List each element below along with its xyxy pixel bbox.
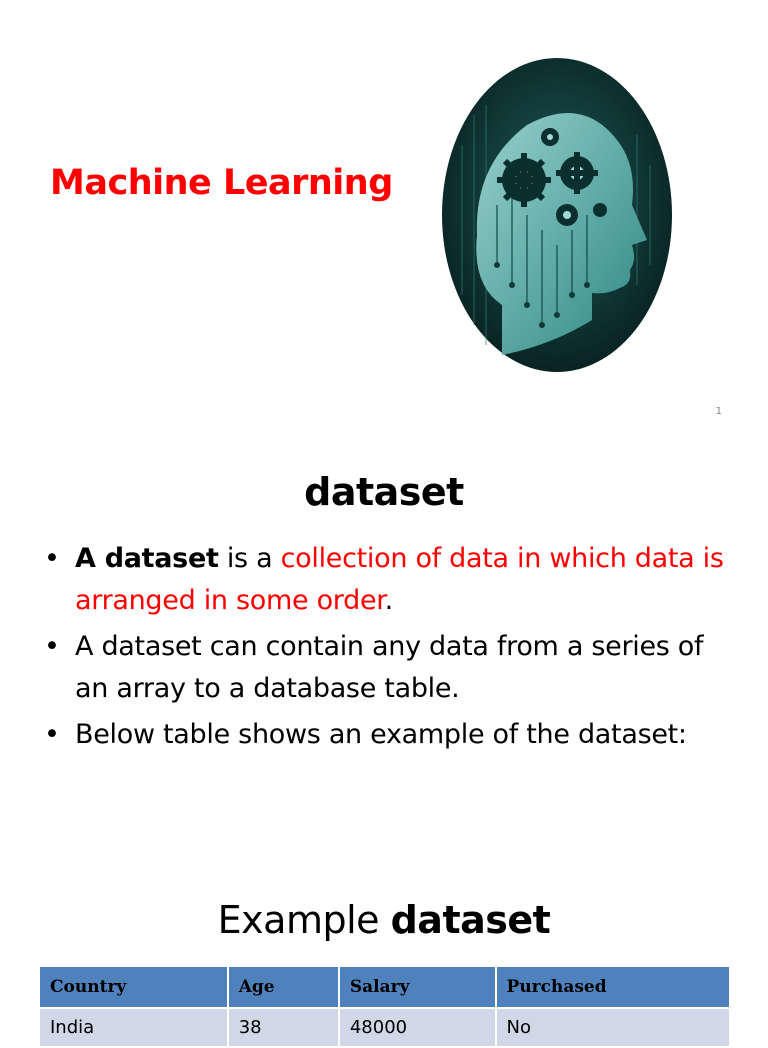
cell-age: 38: [226, 1007, 340, 1048]
title-plain: Example: [217, 898, 391, 942]
bullet-dot-icon: •: [44, 543, 60, 574]
slide-title: dataset: [304, 470, 464, 514]
header-country: Country: [38, 965, 229, 1009]
bullet-item: • A dataset can contain any data from a …: [44, 626, 734, 710]
bullet-text-end: .: [384, 585, 394, 616]
slide-2: dataset • A dataset is a collection of d…: [0, 430, 768, 830]
bullet-item: • A dataset is a collection of data in w…: [44, 538, 734, 622]
cell-salary: 48000: [337, 1007, 497, 1048]
header-purchased: Purchased: [494, 965, 732, 1009]
header-salary: Salary: [337, 965, 497, 1009]
header-age: Age: [226, 965, 340, 1009]
bullet-text: A dataset can contain any data from a se…: [75, 631, 704, 704]
dataset-table: Country Age Salary Purchased India 38 48…: [38, 965, 732, 1048]
slide-1: Machine Learning: [0, 0, 768, 430]
slide-title: Machine Learning: [50, 163, 393, 203]
cell-country: India: [38, 1007, 229, 1048]
bullet-highlight: collection of data in which data is arra…: [75, 543, 724, 616]
bullet-bold-term: A dataset: [75, 543, 219, 574]
bullet-item: • Below table shows an example of the da…: [44, 714, 734, 756]
table-row: India 38 48000 No: [38, 1007, 732, 1048]
bullet-text: Below table shows an example of the data…: [75, 719, 687, 750]
bullet-dot-icon: •: [44, 631, 60, 662]
table-header-row: Country Age Salary Purchased: [38, 965, 732, 1009]
slide-title: Example dataset: [0, 898, 768, 942]
title-bold: dataset: [390, 898, 551, 942]
slide-3: Example dataset Country Age Salary Purch…: [0, 880, 768, 1048]
bullet-dot-icon: •: [44, 719, 60, 750]
ai-head-gears-image: [442, 58, 672, 372]
cell-purchased: No: [494, 1007, 732, 1048]
slide-number: 1: [715, 406, 722, 417]
bullet-text: is a: [218, 543, 281, 574]
bullet-list: • A dataset is a collection of data in w…: [44, 538, 734, 760]
